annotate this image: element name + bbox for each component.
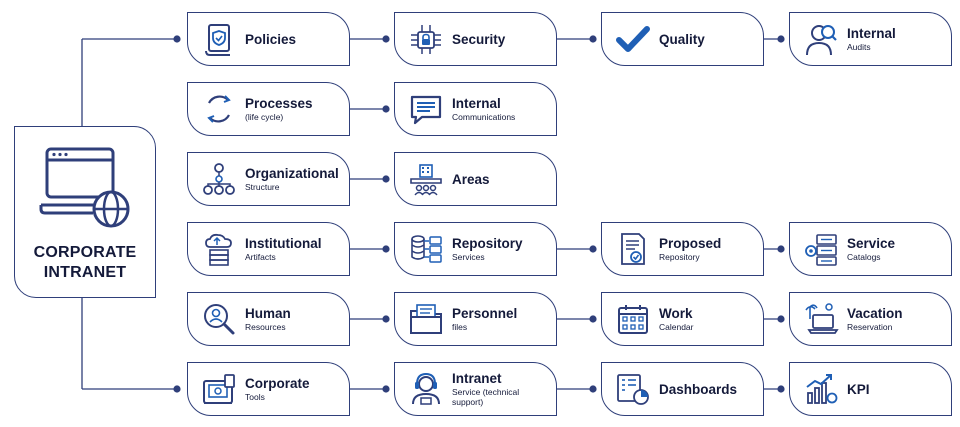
card-subtitle: files bbox=[452, 322, 468, 332]
card-subtitle: Calendar bbox=[659, 322, 694, 332]
connector-dot bbox=[382, 35, 390, 43]
building-team-icon bbox=[410, 164, 442, 196]
database-folders-icon bbox=[411, 235, 442, 263]
auditor-icon bbox=[806, 25, 837, 56]
card-kpi[interactable]: KPI bbox=[789, 362, 952, 416]
policy-document-icon bbox=[205, 24, 230, 56]
connector-dot bbox=[777, 385, 785, 393]
card-title: Policies bbox=[245, 31, 297, 47]
connector-dot bbox=[589, 385, 597, 393]
card-processes-life-cycle[interactable]: Processes(life cycle) bbox=[187, 82, 350, 136]
connector-dot bbox=[382, 385, 390, 393]
file-folder-icon bbox=[410, 304, 442, 334]
card-title: Dashboards bbox=[659, 381, 738, 397]
security-lock-chip-icon bbox=[411, 25, 441, 54]
toolbox-icon bbox=[203, 374, 235, 404]
card-subtitle: (life cycle) bbox=[245, 112, 284, 122]
card-title: Internal bbox=[452, 96, 501, 111]
connector-dot bbox=[382, 175, 390, 183]
main-title-line2: INTRANET bbox=[43, 264, 127, 281]
card-title: Intranet bbox=[452, 371, 502, 386]
branch-dot bbox=[173, 35, 181, 43]
card-subtitle: Reservation bbox=[847, 322, 893, 332]
chat-bubble-icon bbox=[410, 95, 442, 125]
connector-dot bbox=[589, 245, 597, 253]
card-title: Organizational bbox=[245, 166, 339, 181]
card-policies[interactable]: Policies bbox=[187, 12, 350, 66]
dashboard-icon bbox=[617, 374, 649, 405]
beach-laptop-icon bbox=[805, 303, 839, 334]
org-chart-icon bbox=[203, 163, 235, 195]
checkmark-icon bbox=[616, 26, 650, 52]
calendar-icon bbox=[618, 305, 648, 334]
card-title: Personnel bbox=[452, 306, 518, 321]
card-title: Areas bbox=[452, 171, 490, 187]
cloud-server-icon bbox=[205, 233, 232, 266]
card-security[interactable]: Security bbox=[394, 12, 557, 66]
card-subtitle: Resources bbox=[245, 322, 286, 332]
card-title: Service bbox=[847, 236, 896, 251]
connector-dot bbox=[777, 315, 785, 323]
person-search-icon bbox=[204, 304, 235, 335]
corporate-intranet-card[interactable]: CORPORATE INTRANET bbox=[14, 126, 156, 298]
card-title: Proposed bbox=[659, 236, 722, 251]
card-subtitle: Communications bbox=[452, 112, 516, 122]
card-subtitle: Tools bbox=[245, 392, 265, 402]
support-agent-icon bbox=[412, 372, 440, 405]
catalog-gear-icon bbox=[805, 234, 837, 266]
card-subtitle: Structure bbox=[245, 182, 280, 192]
card-subtitle: Repository bbox=[659, 252, 700, 262]
card-subtitle: Services bbox=[452, 252, 485, 262]
card-title: Institutional bbox=[245, 236, 322, 251]
connector-dot bbox=[382, 315, 390, 323]
card-subtitle: Audits bbox=[847, 42, 871, 52]
card-subtitle: Catalogs bbox=[847, 252, 881, 262]
card-title: Repository bbox=[452, 236, 523, 251]
card-title: Processes bbox=[245, 96, 313, 111]
connector-dot bbox=[589, 35, 597, 43]
card-title: Human bbox=[245, 306, 291, 321]
card-dashboards[interactable]: Dashboards bbox=[601, 362, 764, 416]
connector-dot bbox=[777, 35, 785, 43]
card-title: Work bbox=[659, 306, 693, 321]
card-title: Vacation bbox=[847, 306, 903, 321]
card-title: Internal bbox=[847, 26, 896, 41]
card-subtitle: Service (technical support) bbox=[452, 387, 520, 407]
cycle-arrows-icon bbox=[207, 95, 231, 123]
card-title: Quality bbox=[659, 31, 705, 47]
kpi-chart-icon bbox=[806, 374, 838, 404]
connector-dot bbox=[382, 245, 390, 253]
branch-dot bbox=[173, 385, 181, 393]
connector-dot bbox=[382, 105, 390, 113]
connector-dot bbox=[589, 315, 597, 323]
main-title-line1: CORPORATE bbox=[33, 244, 137, 261]
document-check-icon bbox=[621, 233, 645, 265]
card-subtitle: Artifacts bbox=[245, 252, 276, 262]
connector-dot bbox=[777, 245, 785, 253]
card-quality[interactable]: Quality bbox=[601, 12, 764, 66]
card-areas[interactable]: Areas bbox=[394, 152, 557, 206]
card-title: KPI bbox=[847, 381, 870, 397]
card-title: Security bbox=[452, 31, 506, 47]
card-title: Corporate bbox=[245, 376, 310, 391]
laptop-globe-icon bbox=[39, 147, 130, 228]
